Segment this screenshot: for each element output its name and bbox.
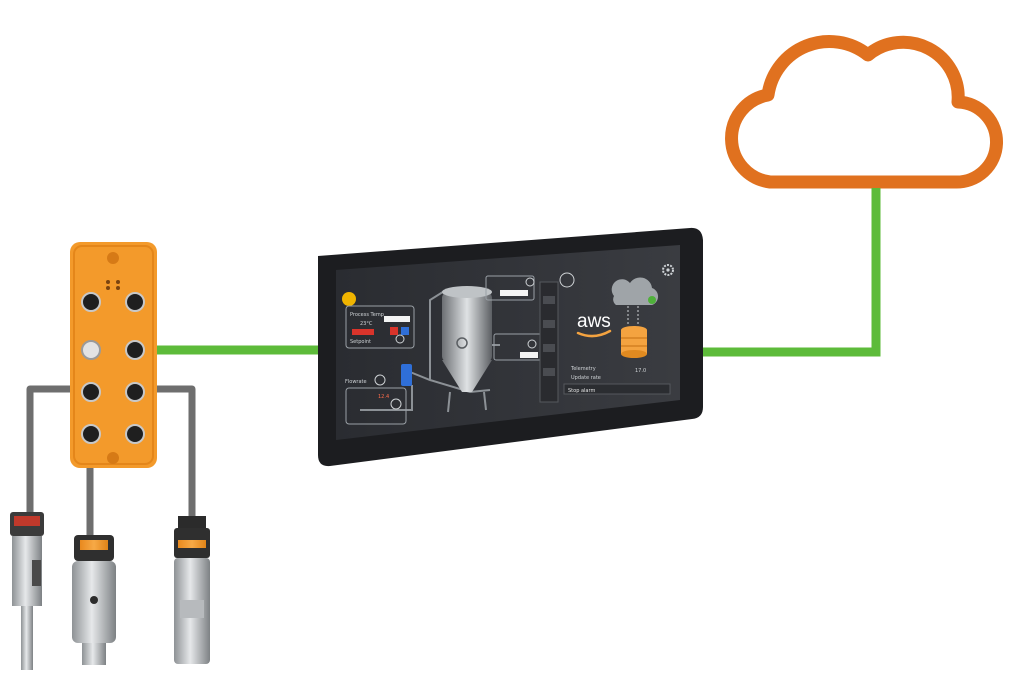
telemetry-line-2: Update rate	[571, 375, 601, 381]
flow-label-text: Flowrate	[345, 379, 367, 385]
flow-sensor	[174, 516, 210, 664]
process-title-text: Process Temp	[350, 312, 384, 318]
process-value-text: 23°C	[360, 321, 373, 327]
status-indicator-icon	[342, 292, 356, 306]
pressure-sensor	[72, 535, 116, 665]
aws-logo-text: aws	[577, 311, 611, 332]
cloud-icon	[732, 42, 997, 183]
setpoint-text: Setpoint	[350, 339, 371, 345]
status-bar-text: Stop alarm	[568, 388, 595, 394]
hmi-touch-panel: Process Temp 23°C Setpoint Flowrate	[318, 228, 703, 466]
io-link-master-module	[70, 242, 157, 468]
small-value-text: 17.0	[635, 368, 646, 374]
cloud-link-line	[700, 188, 876, 352]
telemetry-line-1: Telemetry	[570, 366, 596, 372]
temperature-sensor	[10, 512, 44, 670]
flow-value-text: 12.4	[378, 394, 389, 400]
pump-icon	[401, 364, 412, 386]
